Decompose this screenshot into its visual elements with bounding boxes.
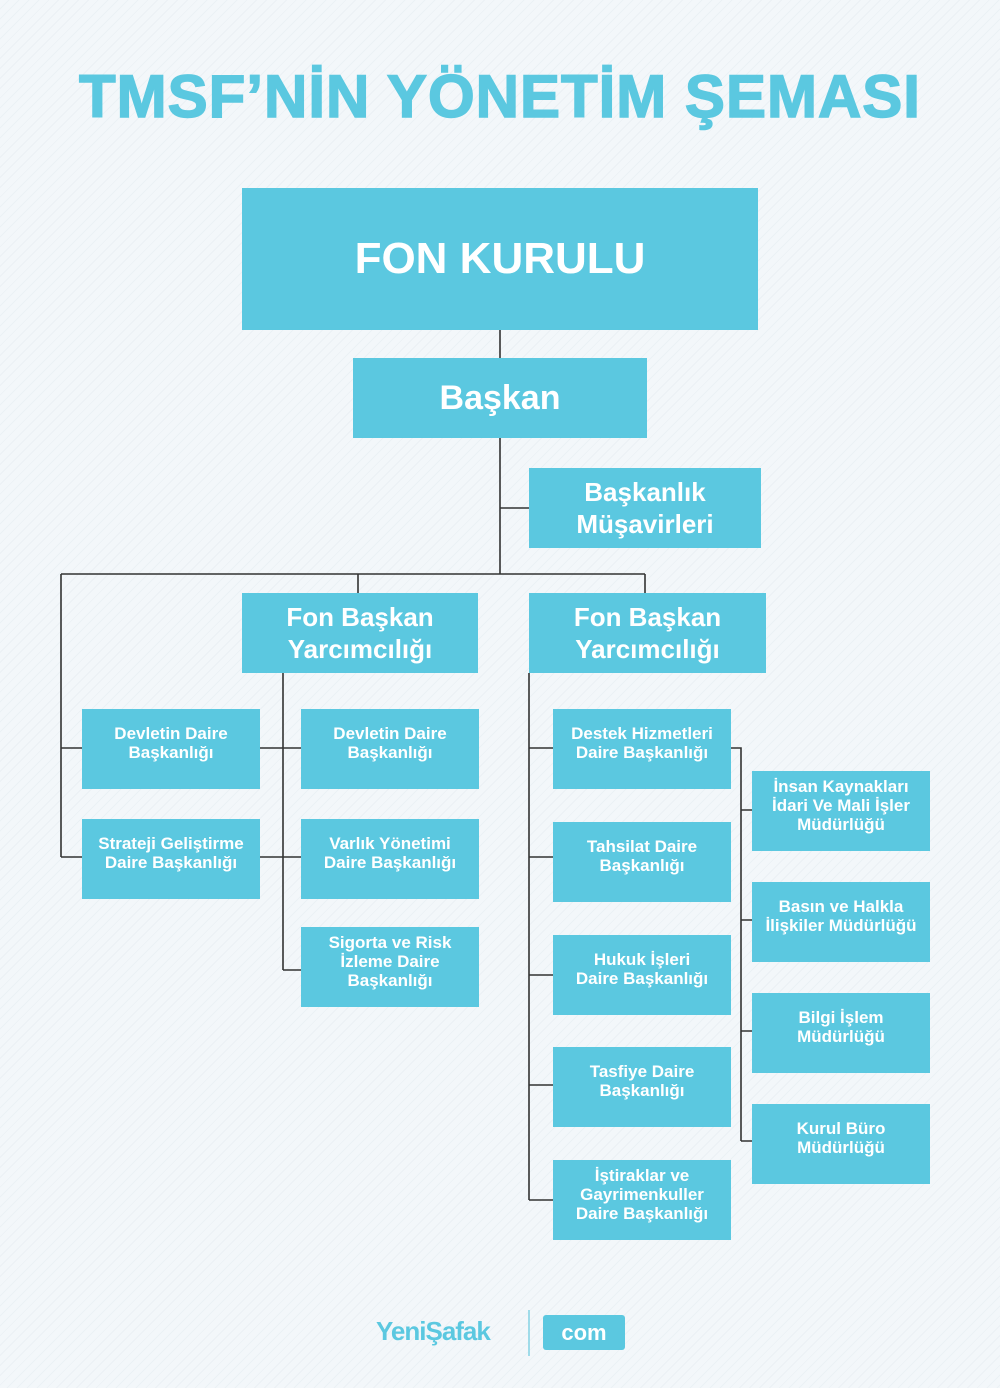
vp2-unit-box: İştiraklar ve Gayrimenkuller Daire Başka… bbox=[553, 1160, 731, 1240]
vp1-unit-box: Varlık Yönetimi Daire Başkanlığı bbox=[301, 819, 479, 899]
vp2-unit-box: Tasfiye Daire Başkanlığı bbox=[553, 1047, 731, 1127]
vp1-unit-box: Devletin Daire Başkanlığı bbox=[301, 709, 479, 789]
support-unit-box: Kurul Büro Müdürlüğü bbox=[752, 1104, 930, 1184]
yenisafak-logo: YeniŞafak bbox=[376, 1316, 491, 1346]
fon-kurulu-box: FON KURULU bbox=[242, 188, 758, 330]
support-unit-box: Bilgi İşlem Müdürlüğü bbox=[752, 993, 930, 1073]
vice-president-box-1: Fon Başkan Yarcımcılığı bbox=[242, 593, 478, 673]
support-unit-box: İnsan Kaynakları İdari Ve Mali İşler Müd… bbox=[752, 771, 930, 851]
vp2-unit-box: Destek Hizmetleri Daire Başkanlığı bbox=[553, 709, 731, 789]
left-unit-box: Devletin Daire Başkanlığı bbox=[82, 709, 260, 789]
vp2-unit-box: Hukuk İşleri Daire Başkanlığı bbox=[553, 935, 731, 1015]
baskan-box: Başkan bbox=[353, 358, 647, 438]
vp1-unit-box: Sigorta ve Risk İzleme Daire Başkanlığı bbox=[301, 927, 479, 1007]
advisors-box: Başkanlık Müşavirleri bbox=[529, 468, 761, 548]
left-unit-box: Strateji Geliştirme Daire Başkanlığı bbox=[82, 819, 260, 899]
com-badge: com bbox=[543, 1315, 625, 1350]
logo-divider bbox=[528, 1310, 530, 1356]
page-title: TMSF’NİN YÖNETİM ŞEMASI bbox=[78, 62, 921, 131]
vp2-unit-box: Tahsilat Daire Başkanlığı bbox=[553, 822, 731, 902]
support-unit-box: Basın ve Halkla İlişkiler Müdürlüğü bbox=[752, 882, 930, 962]
vice-president-box-2: Fon Başkan Yarcımcılığı bbox=[529, 593, 766, 673]
